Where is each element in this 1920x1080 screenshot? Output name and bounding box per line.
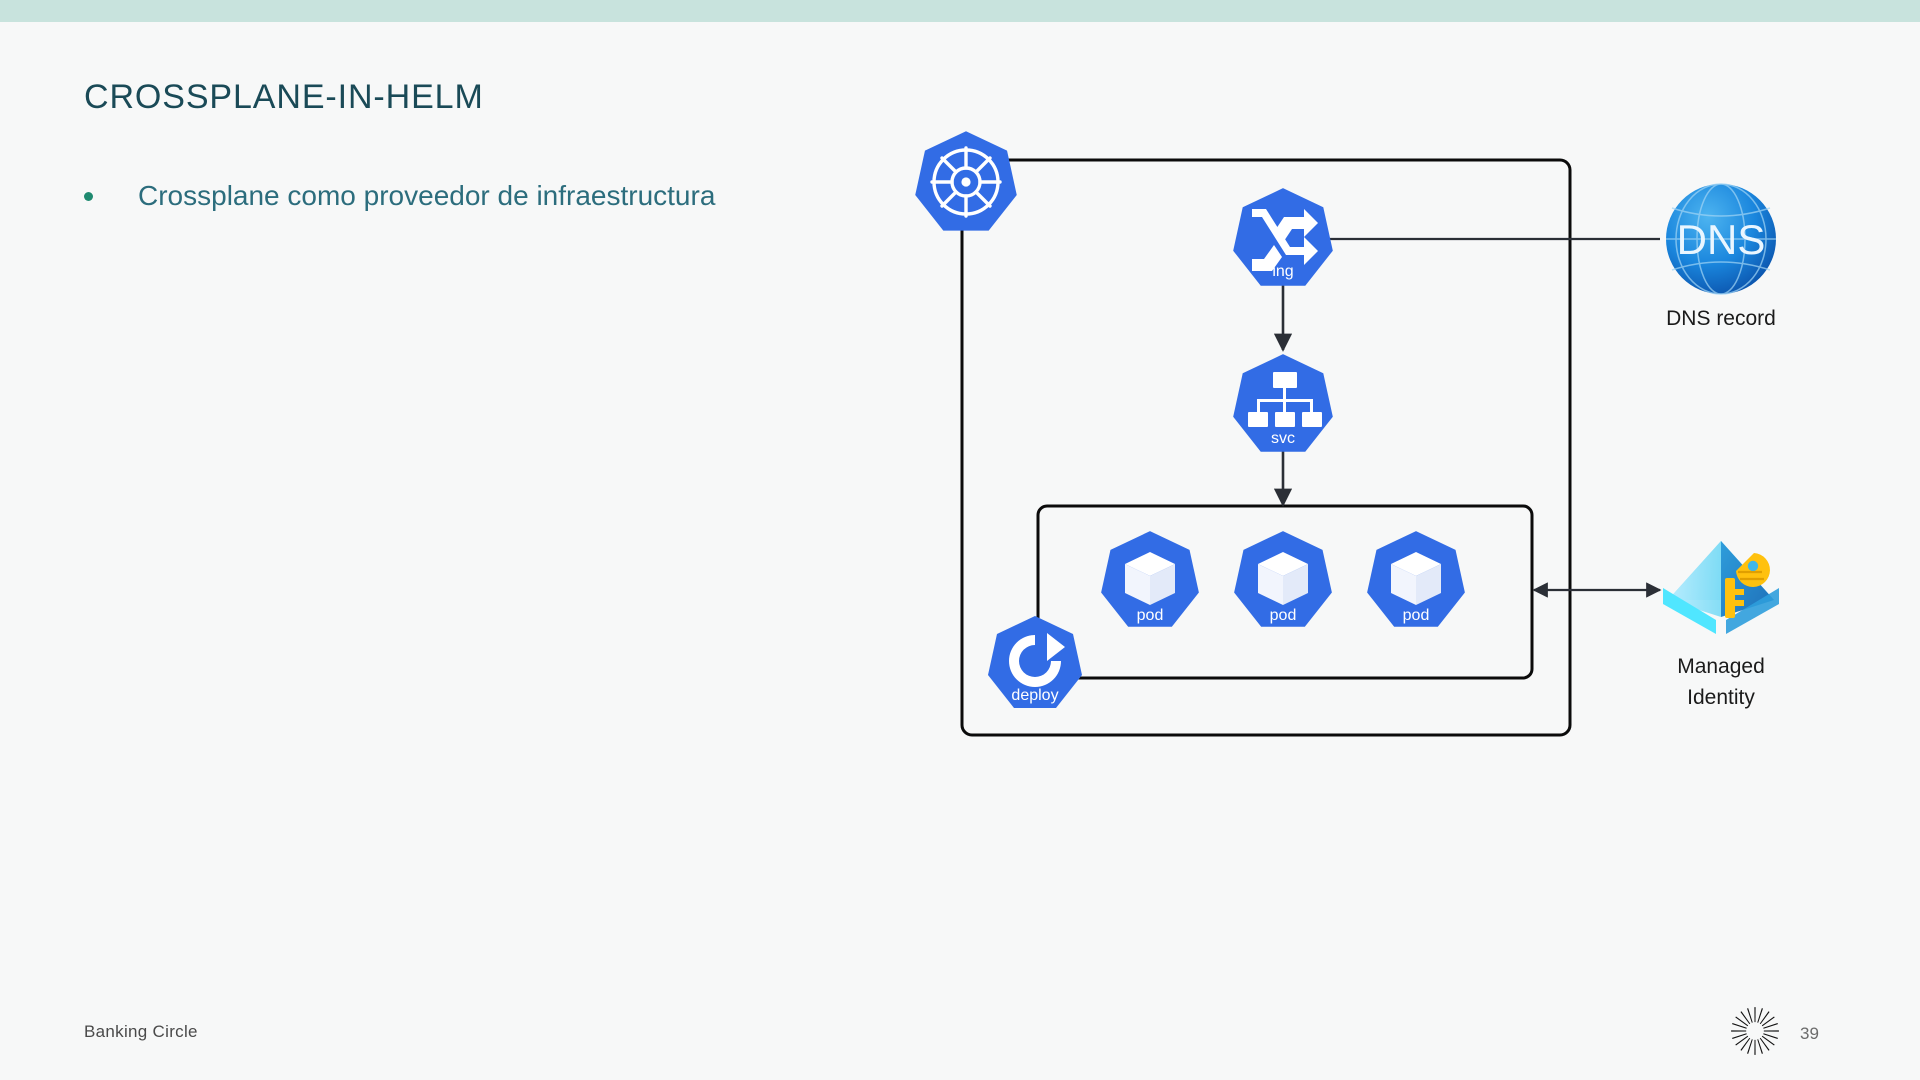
- node-deployment[interactable]: deploy: [988, 616, 1082, 708]
- page-number: 39: [1800, 1024, 1819, 1043]
- cluster-boundary-box: [960, 158, 1572, 737]
- managed-identity-label-line2: Identity: [1687, 686, 1755, 709]
- node-ingress-caption: ing: [1272, 263, 1293, 280]
- dns-record-label: DNS record: [1666, 307, 1776, 330]
- footer-brand-text: Banking Circle: [84, 1022, 198, 1041]
- dns-globe-label: DNS: [1677, 216, 1766, 263]
- node-pod-3[interactable]: pod: [1367, 531, 1465, 627]
- bullet-item-label: Crossplane como proveedor de infraestruc…: [138, 180, 716, 211]
- node-dns-record[interactable]: DNS: [1666, 183, 1776, 295]
- bullet-dot-icon: [84, 191, 93, 201]
- node-pod-1[interactable]: pod: [1101, 531, 1199, 627]
- node-pod-1-caption: pod: [1137, 607, 1164, 624]
- node-ingress[interactable]: ing: [1233, 188, 1333, 286]
- node-service-caption: svc: [1271, 430, 1295, 447]
- key-icon: [1725, 553, 1770, 618]
- node-service[interactable]: svc: [1233, 354, 1333, 452]
- node-pod-2[interactable]: pod: [1234, 531, 1332, 627]
- top-accent-banner: [0, 0, 1920, 22]
- banking-circle-logo-icon: [1731, 1007, 1779, 1055]
- node-pod-3-caption: pod: [1403, 607, 1430, 624]
- node-deployment-caption: deploy: [1011, 687, 1058, 704]
- node-managed-identity[interactable]: Managed Identity: [1663, 541, 1779, 709]
- node-pod-2-caption: pod: [1270, 607, 1297, 624]
- page-title: CROSSPLANE-IN-HELM: [84, 78, 484, 116]
- azure-managed-identity-icon: [1663, 541, 1779, 634]
- node-kubernetes-cluster-badge[interactable]: [915, 131, 1017, 231]
- bullet-list-item: Crossplane como proveedor de infraestruc…: [84, 180, 715, 212]
- managed-identity-label-line1: Managed: [1677, 655, 1765, 678]
